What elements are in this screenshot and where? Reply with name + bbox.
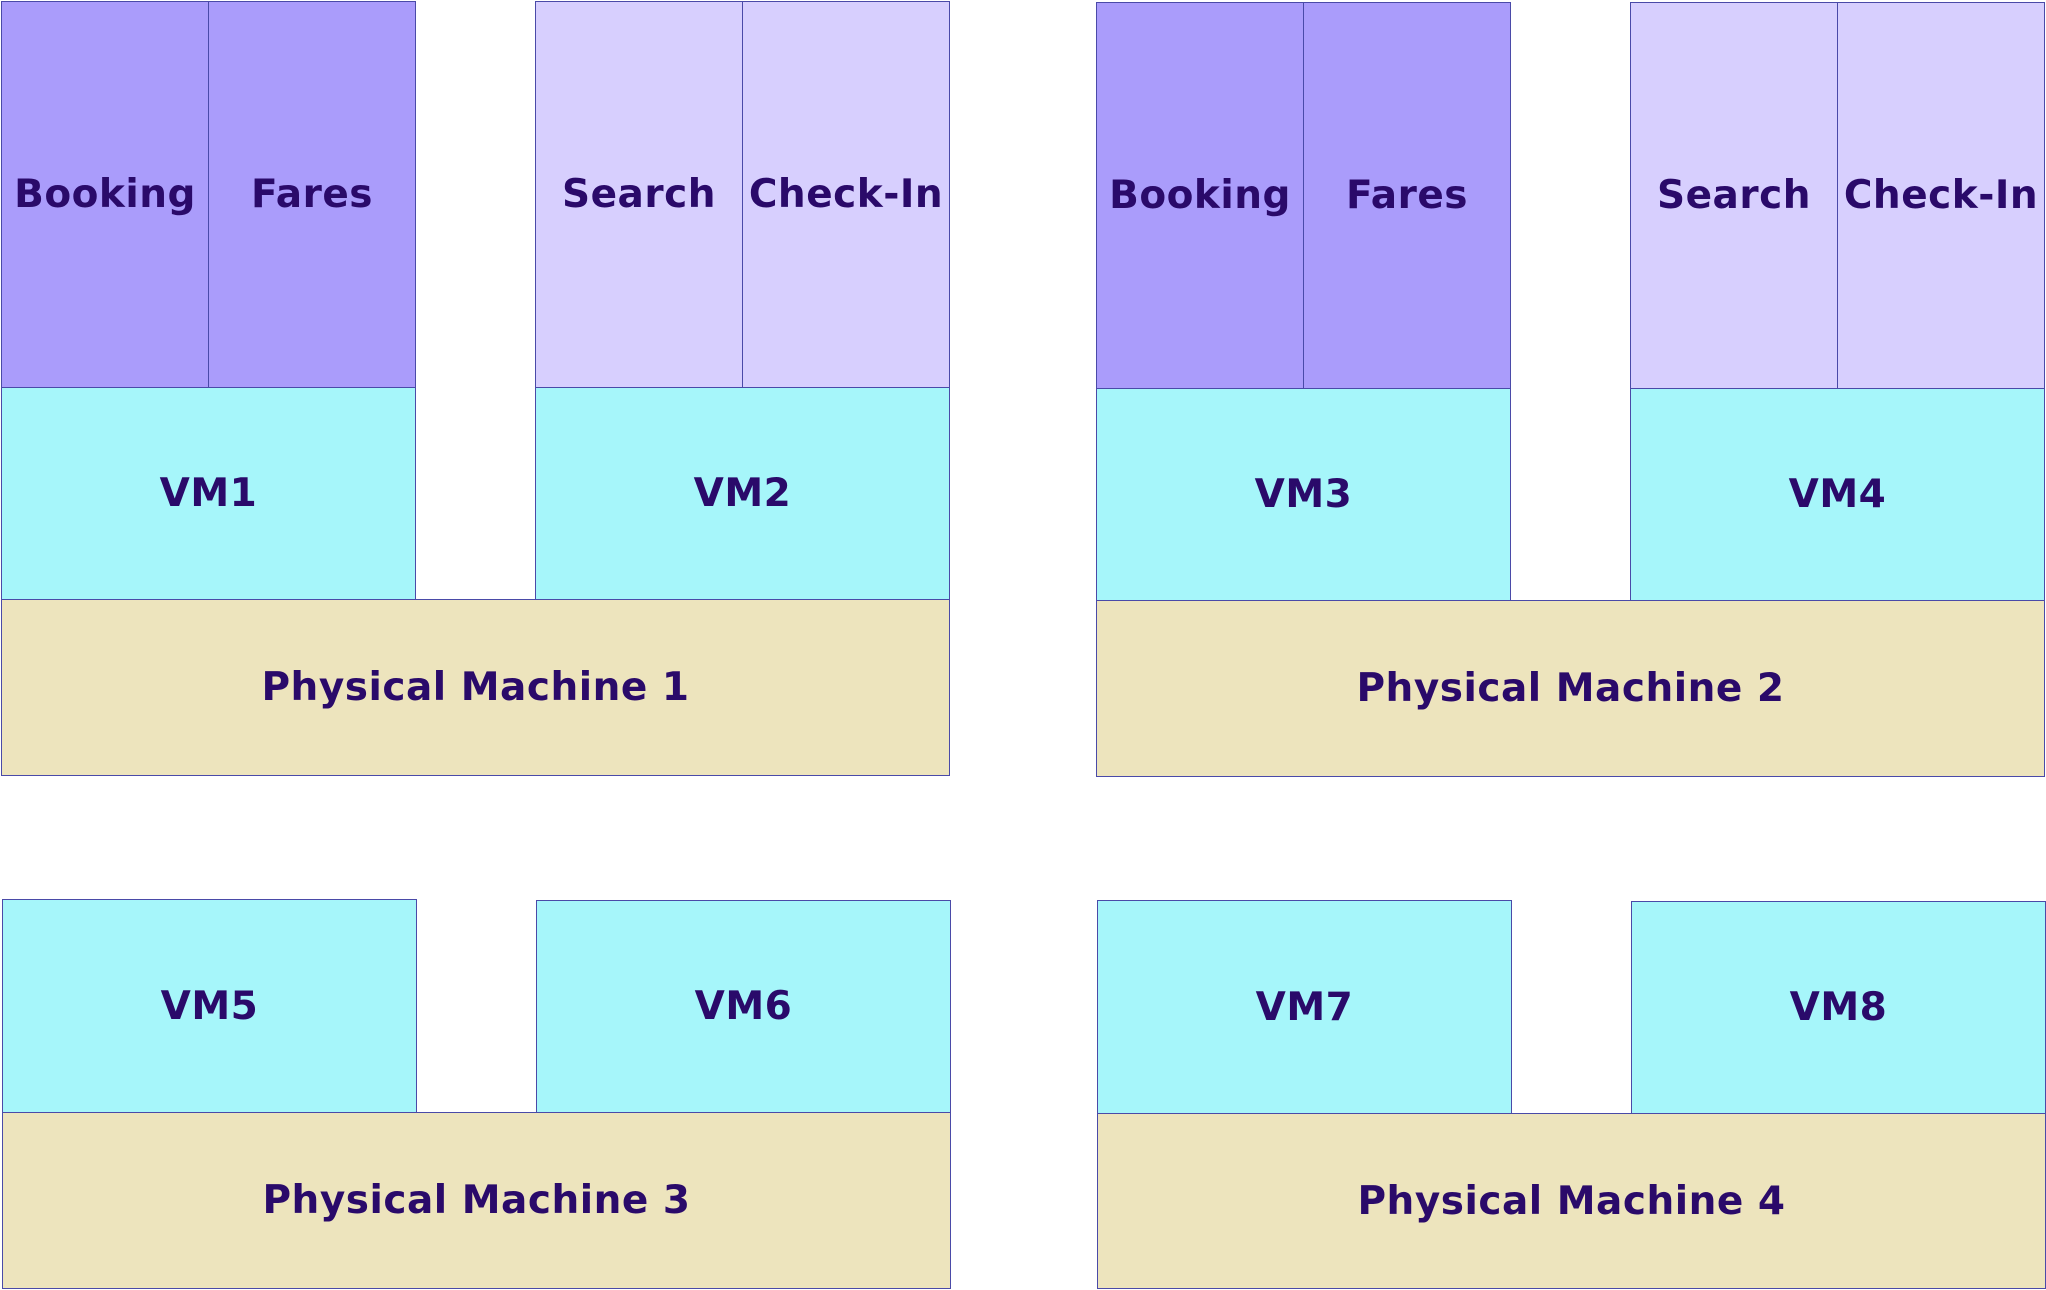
pm1-vm1: VM1 [1,387,416,600]
physical-machine-4: Physical Machine 4 [1097,1113,2046,1289]
pm4-vm8: VM8 [1631,901,2046,1114]
pm2-vm4-checkin-service: Check-In [1837,2,2045,389]
pm2-vm4-search-service: Search [1630,2,1838,389]
physical-machine-2: Physical Machine 2 [1096,600,2045,777]
pm1-vm2-checkin-service: Check-In [742,1,950,388]
pm3-vm5: VM5 [2,899,417,1113]
pm3-vm6: VM6 [536,900,951,1113]
pm2-vm3: VM3 [1096,388,1511,601]
pm2-vm4: VM4 [1630,388,2045,601]
pm1-vm2-search-service: Search [535,1,743,388]
pm2-vm3-fares-service: Fares [1303,2,1511,389]
physical-machine-1: Physical Machine 1 [1,599,950,776]
pm1-vm2: VM2 [535,387,950,600]
pm1-vm1-fares-service: Fares [208,1,416,388]
pm1-vm1-booking-service: Booking [1,1,209,388]
physical-machine-3: Physical Machine 3 [2,1112,951,1289]
pm2-vm3-booking-service: Booking [1096,2,1304,389]
pm4-vm7: VM7 [1097,900,1512,1114]
